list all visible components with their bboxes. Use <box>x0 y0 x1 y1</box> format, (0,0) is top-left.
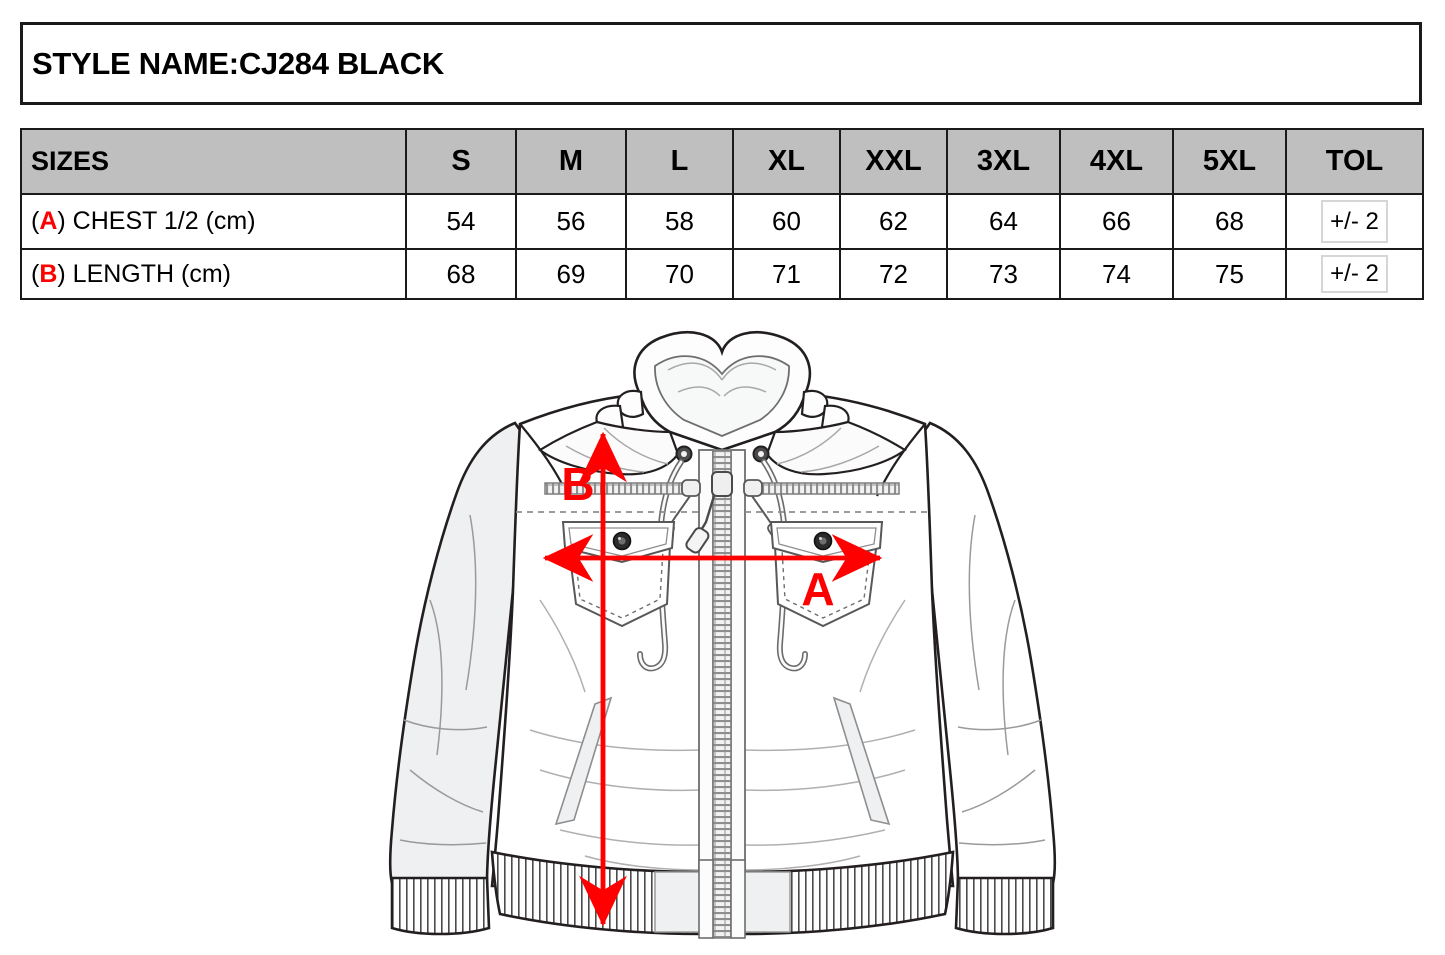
paren-open: ( <box>31 207 40 235</box>
left-side-pocket <box>554 696 613 826</box>
page-title: STYLE NAME:CJ284 BLACK <box>32 45 444 81</box>
right-chest-zip-pocket <box>751 482 900 495</box>
paren-open: ( <box>31 259 40 288</box>
hem-zipper-box-left <box>654 871 702 933</box>
measure-b-body-length: B <box>561 431 627 927</box>
measure-mark-b: B <box>39 259 58 288</box>
garment-illustration: B A <box>0 300 1445 955</box>
zipper-teeth <box>712 449 732 887</box>
column-header-xl: XL <box>732 128 841 195</box>
column-header-s: S <box>405 128 517 195</box>
row-label-length: (B) LENGTH (cm) <box>20 248 407 300</box>
right-side-pocket <box>832 696 891 826</box>
cell-length-5xl: 75 <box>1172 248 1287 300</box>
table-row-length: (B) LENGTH (cm) 68 69 70 71 72 73 74 75 … <box>20 248 1424 300</box>
cell-chest-m: 56 <box>515 193 627 250</box>
body-folds <box>529 599 916 871</box>
size-chart-table: SIZES S M L XL XXL 3XL 4XL 5XL TOL (A) C… <box>20 128 1424 300</box>
left-sleeve-folds <box>399 514 488 846</box>
right-cuff-rib <box>954 876 1055 936</box>
measure-a-label: A <box>801 563 834 615</box>
cell-chest-xl: 60 <box>732 193 841 250</box>
column-header-xxl: XXL <box>839 128 948 195</box>
cell-length-tol: +/- 2 <box>1285 248 1424 300</box>
cell-chest-3xl: 64 <box>946 193 1061 250</box>
cell-length-4xl: 74 <box>1059 248 1174 300</box>
column-header-tol: TOL <box>1285 128 1424 195</box>
right-sleeve-folds <box>957 514 1046 846</box>
hem-placket-left <box>698 859 714 939</box>
column-header-sizes: SIZES <box>20 128 407 195</box>
hem-placket-right <box>730 859 746 939</box>
column-header-l: L <box>625 128 734 195</box>
tolerance-box-chest: +/- 2 <box>1321 200 1388 243</box>
cell-length-xl: 71 <box>732 248 841 300</box>
cell-chest-s: 54 <box>405 193 517 250</box>
measure-mark-a: A <box>39 207 58 235</box>
left-chest-pocket-snap <box>612 531 632 551</box>
column-header-5xl: 5XL <box>1172 128 1287 195</box>
jacket-flat-sketch: B A <box>388 330 1057 939</box>
column-header-3xl: 3XL <box>946 128 1061 195</box>
drawstring-eyelets <box>675 445 770 463</box>
tolerance-box-length: +/- 2 <box>1321 255 1388 293</box>
measure-b-label: B <box>561 458 594 510</box>
cell-length-l: 70 <box>625 248 734 300</box>
column-header-4xl: 4XL <box>1059 128 1174 195</box>
hem-zipper-teeth <box>712 859 732 939</box>
zipper-placket-left <box>698 449 714 887</box>
cell-length-xxl: 72 <box>839 248 948 300</box>
left-cuff-rib <box>390 876 491 936</box>
measure-a-chest-width: A <box>542 534 883 615</box>
zipper-slider <box>685 471 733 554</box>
table-row-chest: (A) CHEST 1/2 (cm) 54 56 58 60 62 64 66 … <box>20 193 1424 250</box>
style-name-box: STYLE NAME:CJ284 BLACK <box>20 22 1422 105</box>
cell-length-3xl: 73 <box>946 248 1061 300</box>
cell-chest-tol: +/- 2 <box>1285 193 1424 250</box>
column-header-m: M <box>515 128 627 195</box>
cell-chest-5xl: 68 <box>1172 193 1287 250</box>
right-chest-pocket-snap <box>813 531 833 551</box>
cell-length-s: 68 <box>405 248 517 300</box>
row-label-chest-text: ) CHEST 1/2 (cm) <box>57 207 256 235</box>
cell-chest-4xl: 66 <box>1059 193 1174 250</box>
table-header-row: SIZES S M L XL XXL 3XL 4XL 5XL TOL <box>20 128 1424 195</box>
cell-chest-l: 58 <box>625 193 734 250</box>
cell-chest-xxl: 62 <box>839 193 948 250</box>
hood-drape-right <box>765 420 907 476</box>
hood-lining-shade <box>667 362 777 397</box>
zipper-placket-right <box>730 449 746 887</box>
hem-zipper-box-right <box>743 871 791 933</box>
cell-length-m: 69 <box>515 248 627 300</box>
hood-inner-lining <box>654 355 790 437</box>
hood-edge-scallops <box>595 389 850 433</box>
row-label-chest: (A) CHEST 1/2 (cm) <box>20 193 407 250</box>
row-label-length-text: ) LENGTH (cm) <box>57 259 231 288</box>
